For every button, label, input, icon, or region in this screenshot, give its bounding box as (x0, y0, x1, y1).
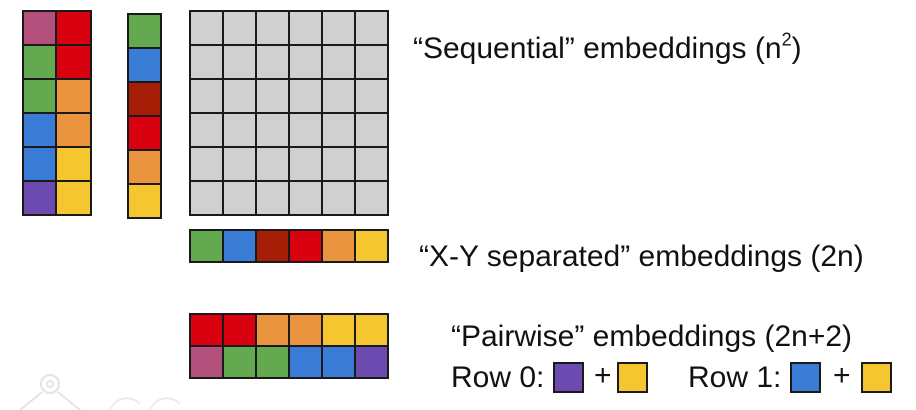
embedding-cell-red (189, 313, 224, 347)
sequential-label-end: ) (791, 32, 802, 65)
embedding-cell-blue (288, 345, 323, 379)
sequential-grid-cell (321, 78, 356, 114)
sequential-grid-cell (288, 146, 323, 182)
embedding-cell-red (55, 10, 92, 46)
embedding-cell-darkred (127, 81, 162, 117)
embedding-cell-yellow (55, 146, 92, 182)
row1-label: Row 1: (688, 361, 782, 394)
row0-label: Row 0: (451, 361, 545, 394)
sequential-grid-cell (288, 44, 323, 80)
row0-purple-swatch (553, 362, 584, 393)
sequential-grid-cell (321, 112, 356, 148)
sequential-grid-cell (189, 44, 224, 80)
sequential-grid-cell (354, 180, 389, 216)
sequential-grid-cell (222, 10, 257, 46)
sequential-grid-cell (255, 180, 290, 216)
embedding-cell-blue (22, 112, 57, 148)
embedding-cell-red (222, 313, 257, 347)
sequential-grid-cell (354, 112, 389, 148)
sequential-grid-cell (255, 44, 290, 80)
embedding-cell-purple (22, 180, 57, 216)
embedding-cell-yellow (354, 229, 389, 263)
sequential-grid-cell (321, 146, 356, 182)
sequential-label-text: “Sequential” embeddings (n (413, 32, 782, 65)
sequential-grid-cell (189, 112, 224, 148)
sequential-grid-cell (321, 44, 356, 80)
embedding-cell-green (22, 44, 57, 80)
embedding-cell-green (22, 78, 57, 114)
embedding-cell-orange (55, 78, 92, 114)
sequential-grid-cell (222, 146, 257, 182)
embedding-cell-orange (255, 313, 290, 347)
sequential-grid-cell (354, 146, 389, 182)
embedding-cell-mauve (22, 10, 57, 46)
sequential-grid-cell (255, 146, 290, 182)
embedding-cell-yellow (127, 183, 162, 219)
embedding-cell-green (222, 345, 257, 379)
sequential-grid-cell (189, 78, 224, 114)
sequential-grid-cell (189, 10, 224, 46)
sequential-grid-cell (288, 180, 323, 216)
row1-blue-swatch (790, 362, 821, 393)
sequential-grid-cell (189, 180, 224, 216)
embedding-cell-orange (55, 112, 92, 148)
embedding-cell-darkred (255, 229, 290, 263)
sequential-grid-cell (288, 112, 323, 148)
embedding-cell-red (55, 44, 92, 80)
embedding-cell-orange (127, 149, 162, 185)
sequential-grid-cell (288, 10, 323, 46)
sequential-grid-cell (222, 112, 257, 148)
sequential-grid-cell (222, 44, 257, 80)
embedding-cell-green (127, 13, 162, 49)
sequential-grid-cell (321, 180, 356, 216)
sequential-grid-cell (255, 78, 290, 114)
xy-separated-label: “X-Y separated” embeddings (2n) (419, 240, 864, 273)
embedding-cell-green (189, 229, 224, 263)
embedding-cell-purple (354, 345, 389, 379)
row1-yellow-swatch (861, 362, 892, 393)
row0-plus: + (594, 359, 612, 392)
embedding-cell-orange (321, 229, 356, 263)
sequential-label: “Sequential” embeddings (n2) (413, 29, 802, 66)
watermark-decoration (19, 374, 181, 410)
sequential-grid-cell (288, 78, 323, 114)
sequential-grid-cell (255, 112, 290, 148)
embedding-cell-red (127, 115, 162, 151)
embedding-cell-blue (222, 229, 257, 263)
embedding-cell-mauve (189, 345, 224, 379)
row0-yellow-swatch (617, 362, 648, 393)
embedding-cell-red (288, 229, 323, 263)
sequential-grid-cell (321, 10, 356, 46)
sequential-label-superscript: 2 (781, 29, 792, 50)
embedding-cell-blue (321, 345, 356, 379)
sequential-grid-cell (255, 10, 290, 46)
embedding-cell-blue (127, 47, 162, 83)
sequential-grid-cell (354, 10, 389, 46)
embedding-cell-yellow (321, 313, 356, 347)
embedding-cell-orange (288, 313, 323, 347)
sequential-grid-cell (222, 78, 257, 114)
sequential-grid-cell (354, 44, 389, 80)
sequential-grid-cell (354, 78, 389, 114)
embedding-cell-yellow (55, 180, 92, 216)
embedding-cell-blue (22, 146, 57, 182)
embedding-cell-green (255, 345, 290, 379)
embedding-cell-yellow (354, 313, 389, 347)
sequential-grid-cell (189, 146, 224, 182)
pairwise-label: “Pairwise” embeddings (2n+2) (451, 320, 853, 353)
row1-plus: + (833, 359, 851, 392)
sequential-grid-cell (222, 180, 257, 216)
